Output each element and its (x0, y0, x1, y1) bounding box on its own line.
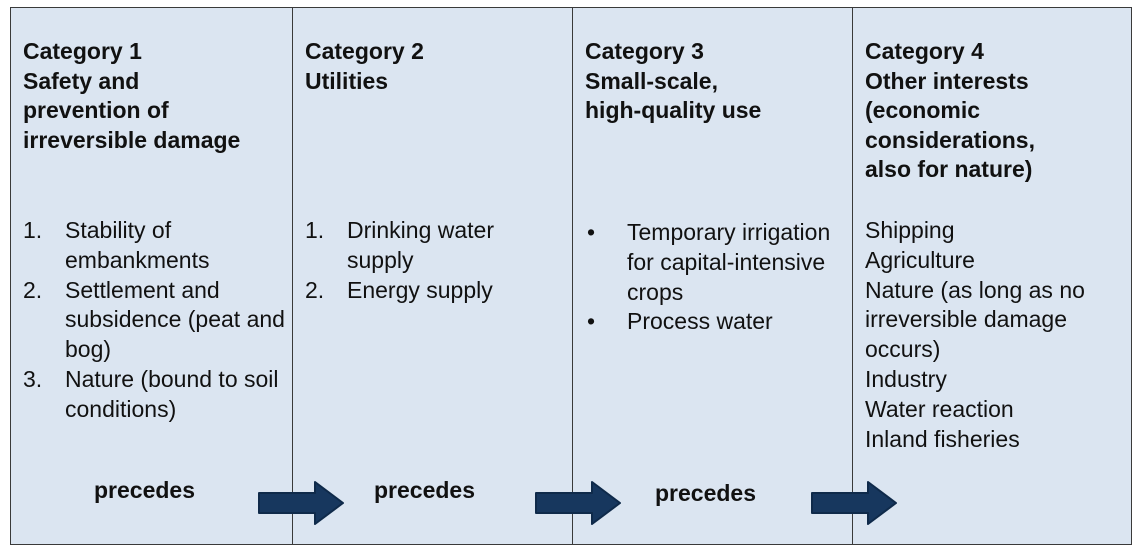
right-arrow-icon (258, 481, 344, 525)
category-2-subtitle-line-1: Utilities (305, 67, 389, 94)
list-item: Agriculture (865, 246, 975, 273)
category-4-list: Shipping Agriculture Nature (as long as … (865, 216, 1125, 454)
list-item-text: Energy supply (347, 276, 493, 303)
category-3-title: Category 3 (585, 38, 704, 64)
category-3-column: Category 3 Small-scale, high-quality use… (572, 8, 852, 544)
category-4-title: Category 4 (865, 38, 984, 64)
category-4-subtitle-line-3: considerations, (865, 126, 1035, 153)
category-4-subtitle-line-2: (economic (865, 97, 981, 123)
list-item-text: Settlement and subsidence (peat and bog) (65, 276, 285, 363)
list-marker: 3. (23, 365, 43, 392)
list-item: 1. Drinking water supply (305, 216, 566, 276)
category-2-heading: Category 2 Utilities (305, 37, 564, 96)
category-3-subtitle-line-2: high-quality use (585, 97, 762, 123)
priority-table: Category 1 Safety and prevention of irre… (10, 7, 1132, 545)
list-item-text: Nature (bound to soil conditions) (65, 365, 279, 422)
category-3-list: • Temporary irrigation for capital-intens… (585, 218, 846, 337)
list-item: 2. Energy supply (305, 276, 566, 306)
list-item-text: Stability of embankments (65, 217, 210, 273)
category-2-title: Category 2 (305, 38, 424, 64)
category-1-subtitle-line-3: irreversible damage (23, 126, 241, 153)
bullet-icon: • (587, 308, 596, 335)
right-arrow-icon (535, 481, 621, 525)
list-item: 1. Stability of embankments (23, 216, 286, 276)
right-arrow-icon (811, 481, 897, 525)
category-1-subtitle-line-2: prevention of (23, 97, 169, 123)
list-item-text: Drinking water supply (347, 217, 494, 273)
category-1-column: Category 1 Safety and prevention of irre… (11, 8, 292, 544)
category-3-heading: Category 3 Small-scale, high-quality use (585, 37, 844, 126)
bullet-icon: • (587, 219, 596, 245)
category-3-subtitle-line-1: Small-scale, (585, 67, 718, 94)
list-item: irreversible damage (865, 306, 1067, 333)
category-1-title: Category 1 (23, 38, 142, 64)
list-item: Nature (as long as no (865, 276, 1085, 303)
list-item: Industry (865, 365, 947, 392)
list-item: • Temporary irrigation for capital-intens… (585, 218, 846, 307)
category-1-subtitle-line-1: Safety and (23, 67, 140, 94)
category-4-subtitle-line-1: Other interests (865, 67, 1029, 94)
precedes-label-2: precedes (374, 477, 476, 503)
list-item: 3. Nature (bound to soil conditions) (23, 365, 286, 425)
list-marker: 1. (305, 217, 325, 243)
category-2-list: 1. Drinking water supply 2. Energy supply (305, 216, 566, 305)
list-item: Inland fisheries (865, 425, 1020, 452)
list-item: • Process water (585, 307, 846, 337)
category-2-column: Category 2 Utilities 1. Drinking water su… (292, 8, 572, 544)
list-item-text: Process water (627, 308, 773, 335)
list-item: occurs) (865, 336, 941, 363)
list-marker: 1. (23, 217, 43, 243)
category-4-column: Category 4 Other interests (economic con… (852, 8, 1131, 544)
category-4-heading: Category 4 Other interests (economic con… (865, 37, 1123, 185)
category-4-subtitle-line-4: also for nature) (865, 156, 1033, 182)
list-item: Shipping (865, 217, 955, 243)
list-item: 2. Settlement and subsidence (peat and bo… (23, 276, 286, 365)
category-1-heading: Category 1 Safety and prevention of irre… (23, 37, 284, 155)
category-1-list: 1. Stability of embankments 2. Settlement … (23, 216, 286, 425)
precedes-label-3: precedes (655, 480, 757, 506)
list-item-text: Temporary irrigation for capital-intensi… (627, 219, 831, 305)
list-item: Water reaction (865, 395, 1014, 422)
precedes-label-1: precedes (94, 477, 196, 503)
list-marker: 2. (305, 276, 325, 303)
list-marker: 2. (23, 276, 43, 303)
